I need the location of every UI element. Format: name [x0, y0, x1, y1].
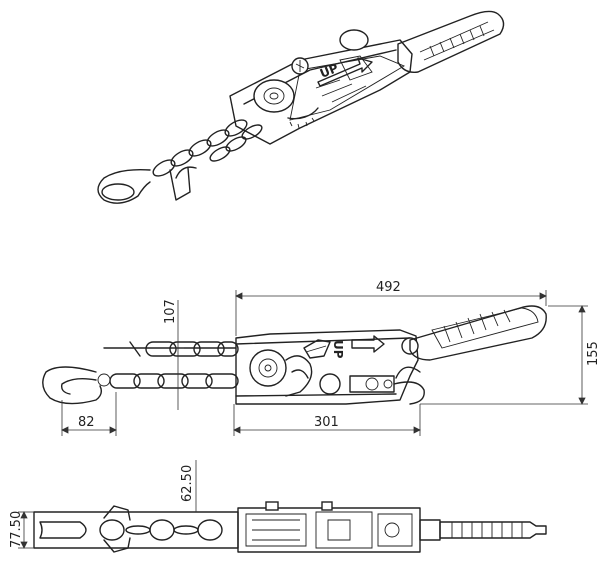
dim-overall-length: 492: [235, 280, 547, 336]
iso-up-label: UP: [318, 61, 341, 81]
top-chain-frame: [33, 511, 239, 549]
iso-handle: [397, 10, 505, 73]
isometric-view: UP: [97, 10, 505, 204]
iso-release-wheel: [339, 29, 369, 51]
side-lower-chain: [109, 373, 239, 389]
iso-hook: [97, 166, 197, 204]
dim-width: 77.50: [9, 511, 34, 549]
top-housing: [237, 501, 421, 553]
dim-overall-length-label: 492: [376, 280, 401, 295]
dim-hook-offset-label: 82: [78, 415, 95, 430]
side-release-wheel: [319, 373, 341, 395]
side-handle: [409, 305, 547, 361]
side-view: UP 492: [42, 280, 601, 436]
iso-ratchet-wheel: [253, 79, 319, 129]
dim-chain-gap: 107: [163, 299, 184, 410]
dim-width-label: 77.50: [9, 511, 24, 548]
side-up-arrow: UP: [331, 335, 385, 359]
side-upper-chain: [145, 341, 239, 357]
side-up-label: UP: [331, 340, 345, 359]
top-left-hook: [39, 521, 87, 539]
dim-height: 155: [420, 305, 601, 405]
top-chain: [99, 519, 223, 541]
dim-top-offset-label: 62.50: [180, 465, 195, 502]
dim-top-offset: 62.50: [180, 460, 197, 512]
iso-chain: [152, 119, 263, 177]
top-view: 62.50 77.50: [9, 460, 547, 553]
side-pin-tip: [129, 341, 141, 357]
iso-knob: [291, 57, 309, 75]
side-right-hook: [349, 366, 425, 405]
dim-height-label: 155: [586, 341, 601, 366]
side-left-hook: [42, 366, 111, 405]
iso-up-arrow: UP: [317, 57, 373, 87]
top-pin-loop: [103, 505, 131, 553]
dim-chain-gap-label: 107: [163, 299, 178, 324]
side-ratchet-wheel: [249, 349, 313, 397]
dim-hook-offset: 82: [61, 392, 117, 436]
dim-housing-to-hook-label: 301: [314, 415, 339, 430]
side-pawl: [303, 339, 331, 359]
top-handle: [419, 519, 547, 541]
dim-housing-to-hook: 301: [233, 404, 421, 436]
